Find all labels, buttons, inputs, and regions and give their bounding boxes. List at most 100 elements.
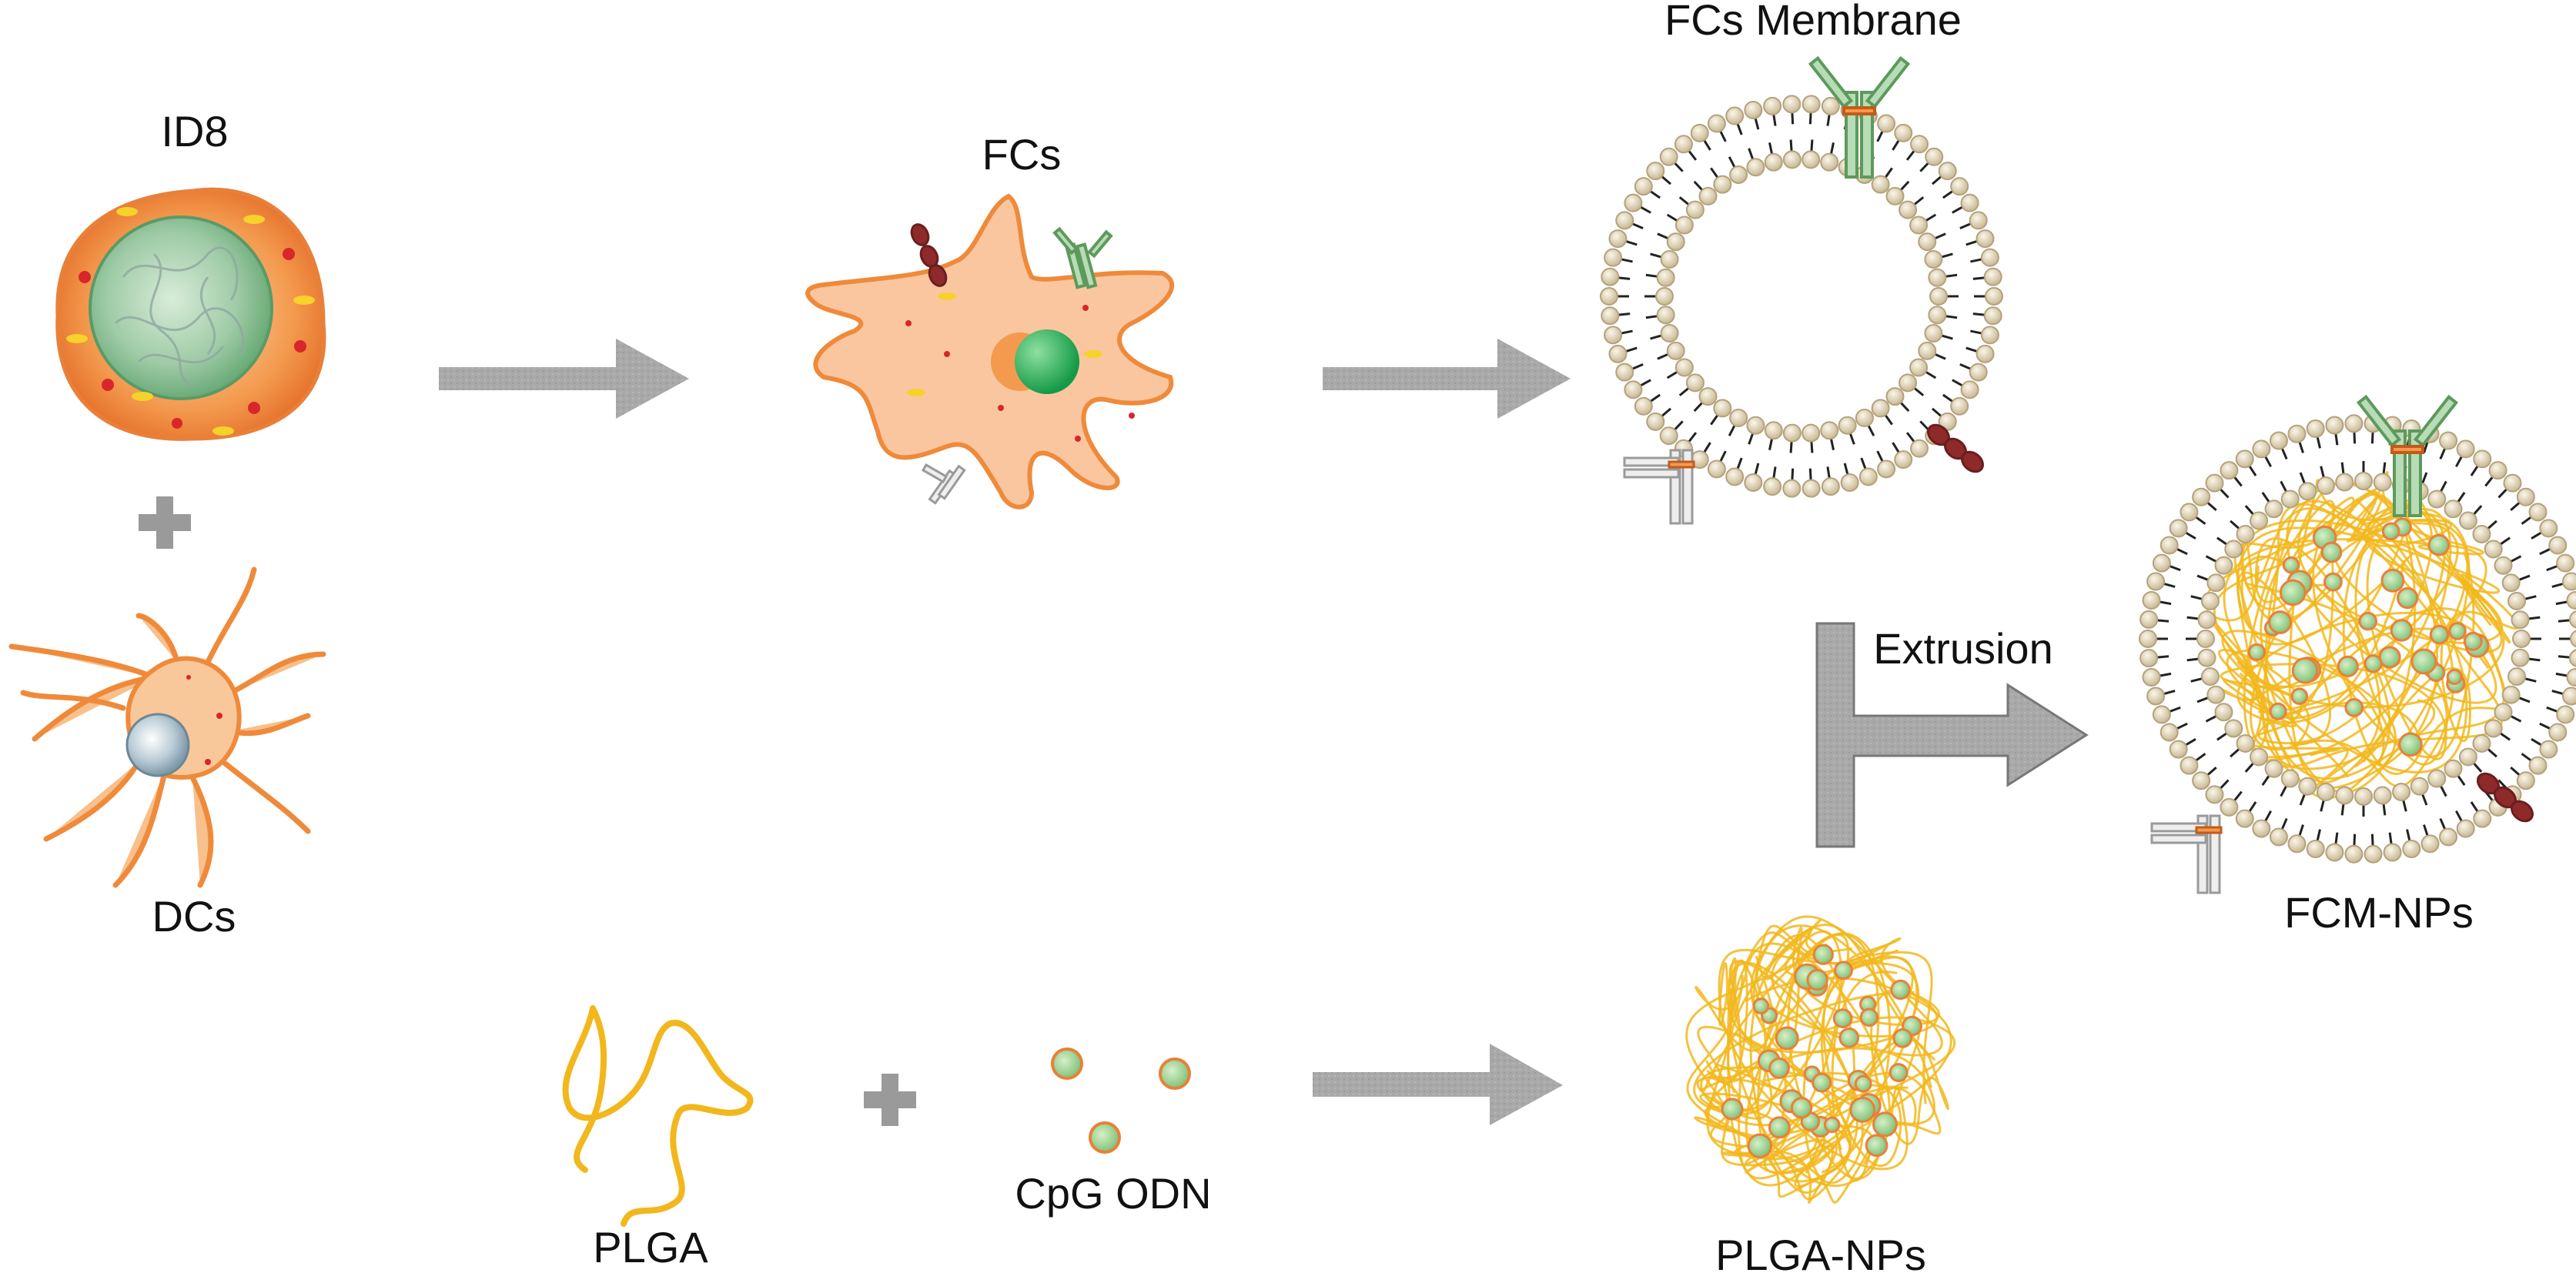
lipid-head — [1820, 421, 1839, 440]
cpg-bead — [1823, 1116, 1841, 1134]
lipid-head — [1707, 114, 1726, 133]
plga-strand — [2220, 522, 2459, 767]
lipid-head — [2139, 649, 2159, 668]
cpg-bead — [2323, 572, 2343, 592]
lipid-head — [1928, 268, 1947, 287]
lipid-head — [1634, 177, 1653, 196]
lipid-head — [2152, 705, 2171, 724]
antibody-icon-gray — [921, 463, 966, 505]
lipid-head — [2484, 540, 2503, 559]
lipid-head — [1877, 459, 1896, 479]
dc-cell — [8, 566, 326, 888]
plga-strand — [2264, 482, 2503, 780]
lipid-head — [2566, 667, 2576, 687]
lipid-head — [1604, 248, 1623, 267]
cpg-bead — [2398, 732, 2423, 757]
cpg-bead — [2269, 702, 2287, 720]
cpg-bead — [2282, 556, 2300, 574]
cpg-bead — [1892, 1028, 1913, 1048]
lipid-head — [2439, 431, 2458, 450]
lipid-head — [2354, 787, 2373, 806]
lipid-head — [1608, 229, 1628, 249]
cpg-bead — [1865, 1134, 1889, 1158]
lipid-head — [1615, 211, 1634, 230]
lipid-head — [2335, 786, 2354, 805]
plus-icon — [139, 496, 191, 549]
plga-strand — [1708, 931, 1914, 1148]
lipid-head — [2511, 648, 2530, 667]
lipid-head — [1744, 100, 1763, 119]
lipid-head — [2444, 500, 2463, 519]
lipid-head — [1910, 135, 1929, 154]
lipid-head — [2354, 472, 2373, 490]
lipid-head — [1746, 158, 1765, 177]
lipid-head — [1600, 287, 1618, 306]
cpg-bead — [2381, 522, 2400, 541]
plga-label: PLGA — [593, 1223, 708, 1271]
lipid-head — [1624, 380, 1643, 399]
plga-strand — [2246, 496, 2448, 766]
cpg-bead — [1768, 1116, 1791, 1139]
lipid-head — [1763, 96, 1782, 115]
lipid-head — [1894, 450, 1913, 469]
lipid-head — [2410, 777, 2429, 796]
cpg-bead — [2410, 648, 2437, 675]
lipid-head — [2473, 809, 2492, 828]
lipid-head — [1985, 287, 2003, 306]
lipid-head — [2325, 416, 2344, 435]
lipid-head — [1656, 306, 1675, 325]
cpg-bead — [1849, 1096, 1876, 1123]
lipid-head — [2280, 489, 2300, 509]
lipid-head — [2456, 439, 2475, 459]
lipid-head — [1746, 416, 1765, 435]
lipid-head — [2566, 591, 2576, 610]
lipid-head — [1601, 306, 1620, 326]
lipid-head — [1646, 412, 1665, 431]
lipid-head — [2539, 519, 2558, 538]
cpg-bead — [2320, 541, 2343, 563]
lipid-head — [1960, 193, 1979, 212]
lipid-head — [2287, 834, 2307, 854]
lipid-head — [2316, 783, 2335, 802]
lipid-head — [2159, 536, 2179, 555]
cpg-bead — [1752, 997, 1770, 1015]
lipid-head — [2335, 473, 2354, 492]
lipid-head — [1821, 96, 1840, 115]
lipid-head — [2316, 476, 2335, 495]
membrane-antibody-icon-gray — [1623, 449, 1695, 525]
lipid-head — [2488, 461, 2507, 480]
lipid-head — [2250, 511, 2269, 530]
cpg-bead — [2291, 657, 2319, 684]
lipid-head — [2200, 591, 2220, 610]
lipid-head — [1950, 396, 1969, 416]
cpg-bead — [2247, 643, 2267, 661]
lipid-head — [1950, 177, 1969, 196]
lipid-head — [1871, 399, 1890, 418]
chromatin-strands — [114, 246, 244, 386]
fcs-membrane-label: FCs Membrane — [1664, 0, 1962, 44]
cpg-bead — [1872, 1111, 1898, 1138]
lipid-head — [1910, 439, 1929, 458]
id8-cell — [55, 187, 326, 441]
cpg-bead — [2378, 646, 2401, 669]
cpg-bead — [1790, 1097, 1813, 1119]
lipid-head — [2539, 740, 2558, 759]
lipid-head — [2142, 591, 2161, 610]
lipid-head — [2501, 573, 2521, 593]
lipid-head — [2146, 687, 2166, 706]
lipid-head — [1924, 249, 1943, 269]
lipid-head — [2556, 705, 2575, 724]
lipid-head — [2444, 759, 2463, 778]
cpg-bead — [2429, 624, 2450, 645]
lipid-head — [2139, 610, 2159, 629]
lipid-head — [2503, 473, 2522, 493]
lipid-head — [2192, 487, 2211, 506]
cpg-bead — [2364, 654, 2383, 673]
lipid-head — [2473, 449, 2492, 469]
lipid-head — [2568, 649, 2576, 667]
lipid-head — [1885, 387, 1905, 406]
lipid-head — [1713, 399, 1732, 418]
lipid-head — [2501, 685, 2521, 704]
lipid-head — [2205, 785, 2224, 804]
